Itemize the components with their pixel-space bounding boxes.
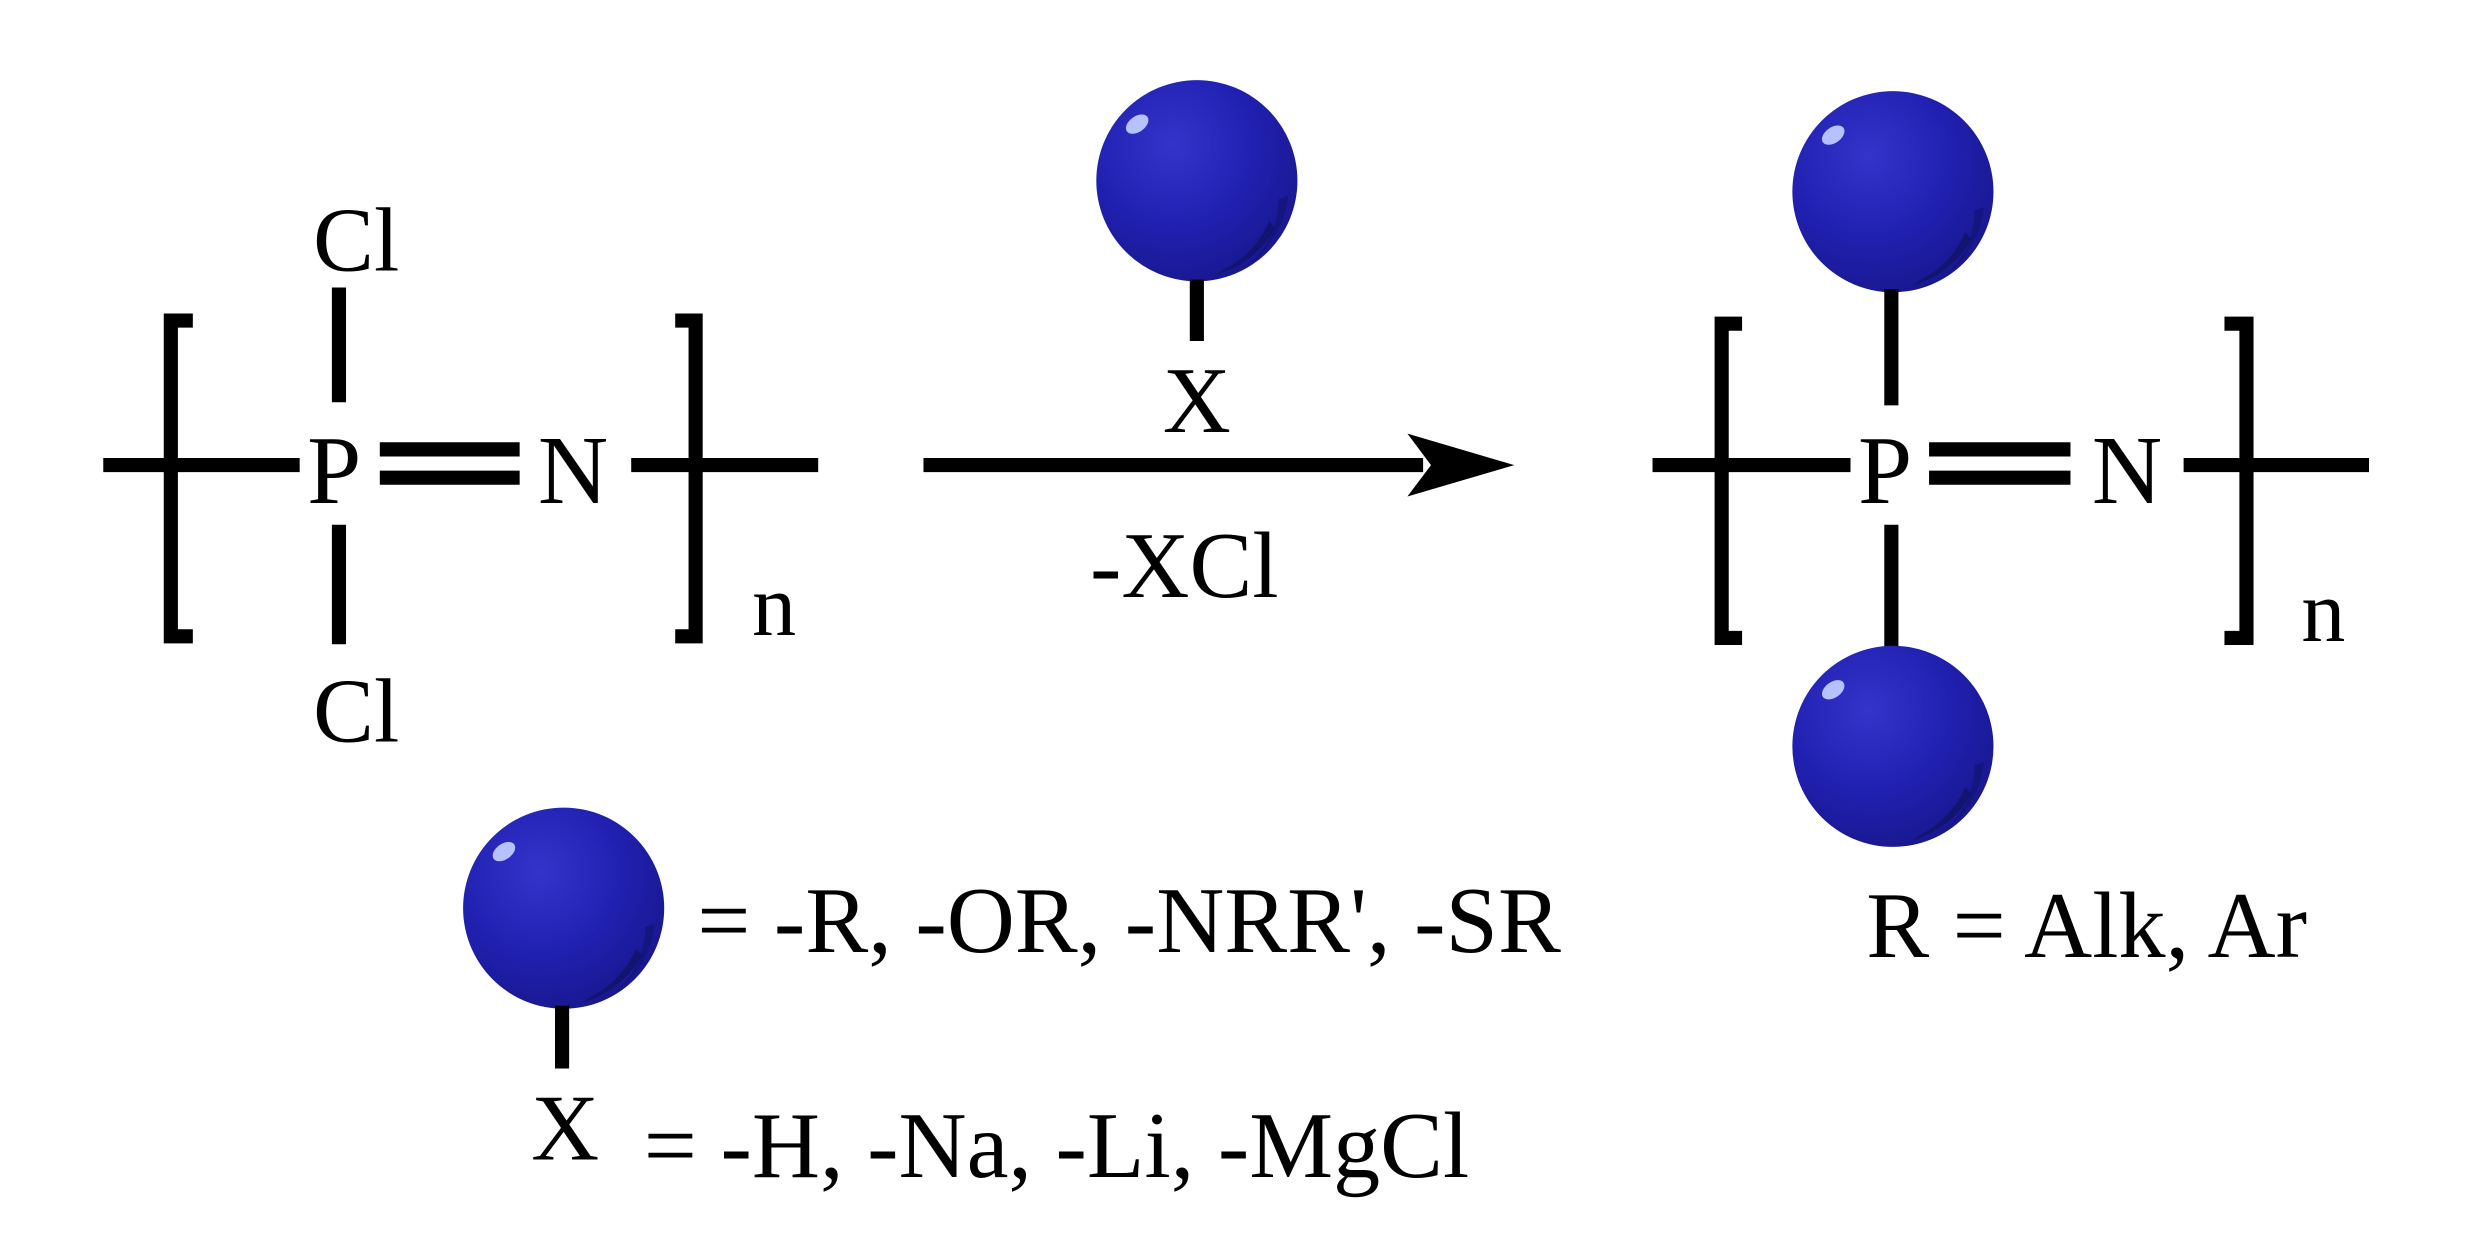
legend: = -R, -OR, -NRR', -SR R = Alk, Ar X = -H… bbox=[463, 807, 2307, 1198]
reaction-conditions: X -XCl bbox=[923, 80, 1515, 618]
product-polyorganophosphazene: P N n bbox=[1652, 91, 2370, 847]
product-n-atom: N bbox=[2092, 417, 2162, 525]
reactant-right-bracket bbox=[675, 313, 703, 644]
product-p-atom: P bbox=[1858, 417, 1912, 525]
product-bottom-sphere-icon bbox=[1792, 645, 1994, 847]
reagent-x-atom: X bbox=[1163, 349, 1231, 453]
reaction-arrow-head-icon bbox=[1407, 433, 1515, 497]
reactant-left-bracket bbox=[163, 313, 193, 644]
legend-x-definition: = -H, -Na, -Li, -MgCl bbox=[644, 1094, 1469, 1198]
reagent-sphere-icon bbox=[1096, 80, 1298, 282]
reactant-repeat-n: n bbox=[752, 558, 796, 655]
reactant-polydichlorophosphazene: Cl P N n Cl bbox=[103, 189, 819, 762]
legend-r-definition: R = Alk, Ar bbox=[1866, 874, 2307, 978]
product-left-bracket bbox=[1714, 316, 1743, 645]
product-top-sphere-icon bbox=[1792, 91, 1994, 293]
product-repeat-n: n bbox=[2301, 564, 2345, 661]
legend-x-atom: X bbox=[531, 1077, 599, 1181]
reactant-top-cl: Cl bbox=[313, 189, 399, 290]
byproduct-label: -XCl bbox=[1090, 514, 1279, 618]
legend-sphere-icon bbox=[463, 807, 665, 1009]
reactant-bottom-cl: Cl bbox=[313, 661, 399, 762]
reactant-p-atom: P bbox=[307, 417, 361, 525]
product-right-bracket bbox=[2224, 316, 2254, 645]
legend-sphere-definition: = -R, -OR, -NRR', -SR bbox=[697, 869, 1561, 973]
reactant-n-atom: N bbox=[538, 417, 608, 525]
